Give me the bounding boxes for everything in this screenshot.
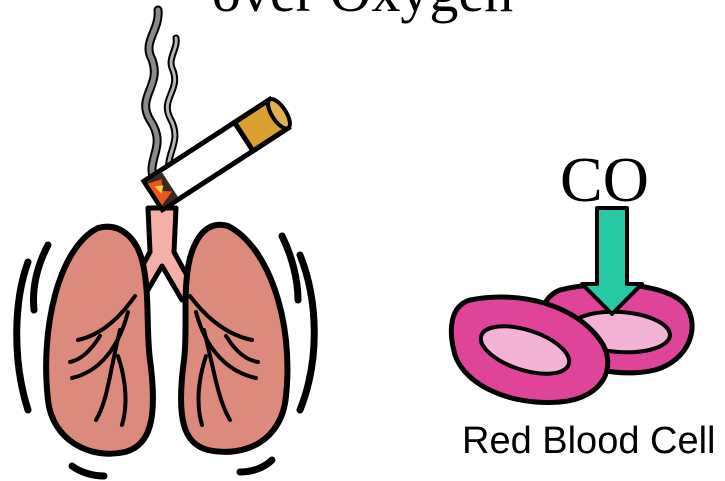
red-blood-cell-caption: Red Blood Cell [462, 418, 715, 464]
red-blood-cell-icon [451, 284, 692, 402]
lungs-icon [17, 208, 315, 476]
co-label: CO [560, 145, 649, 215]
